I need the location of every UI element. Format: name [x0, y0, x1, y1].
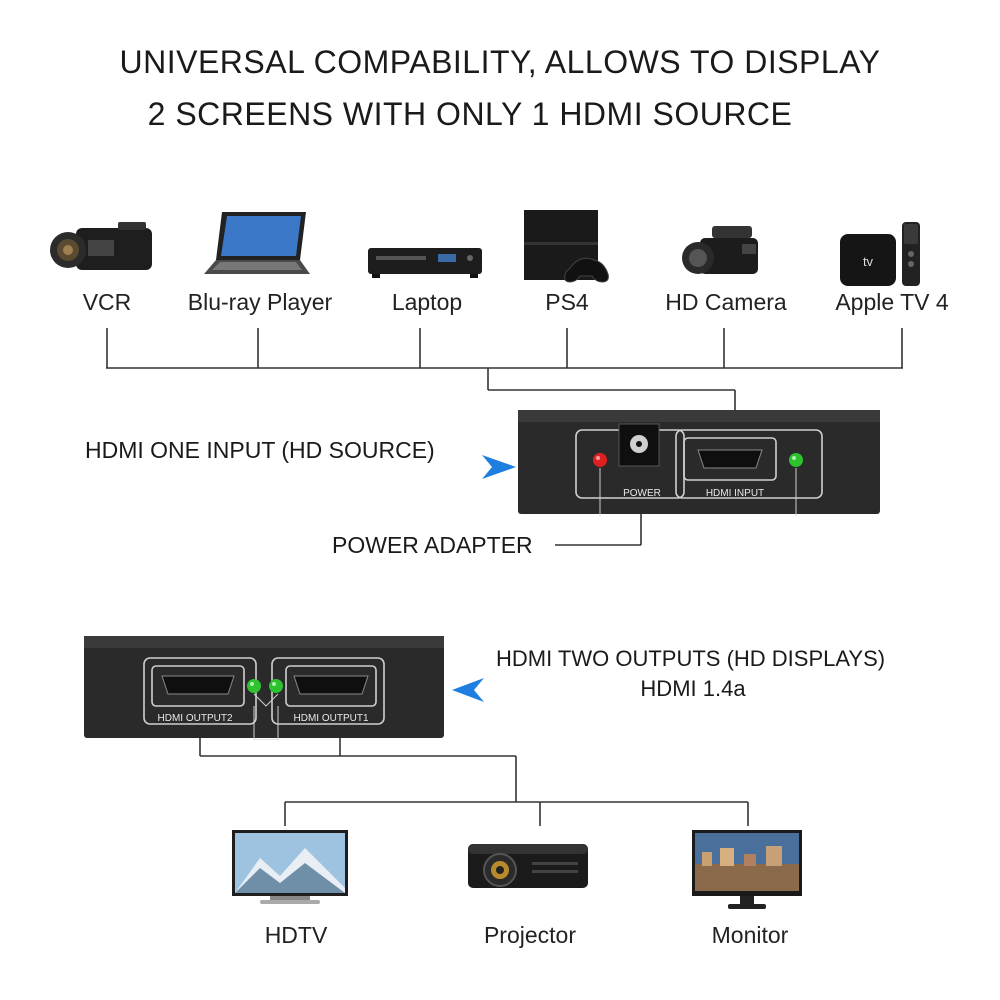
hdmi-output2-port-label: HDMI OUTPUT2: [157, 713, 233, 724]
source-label-ps4: PS4: [545, 289, 589, 315]
output-heading-line-1: HDMI TWO OUTPUTS (HD DISPLAYS): [496, 646, 886, 671]
svg-text:tv: tv: [863, 254, 874, 269]
splitter-output-panel: [84, 636, 444, 740]
source-label-hd-camera: HD Camera: [665, 289, 787, 315]
hdmi-input-port-label: HDMI INPUT: [705, 488, 765, 499]
camcorder-icon: [50, 222, 152, 270]
power-port-label: POWER: [623, 488, 661, 499]
display-label-hdtv: HDTV: [264, 922, 328, 948]
title-line-2: 2 SCREENS WITH ONLY 1 HDMI SOURCE: [147, 96, 793, 132]
pro-camera-icon: [682, 226, 758, 274]
source-label-apple-tv: Apple TV 4: [835, 289, 949, 315]
ps4-console-icon: [524, 210, 609, 283]
output-heading-line-2: HDMI 1.4a: [640, 676, 746, 701]
laptop-icon: [204, 212, 310, 274]
bluray-player-icon: [368, 248, 482, 278]
display-label-monitor: Monitor: [711, 922, 789, 948]
hdtv-icon: [232, 830, 348, 904]
input-heading: HDMI ONE INPUT (HD SOURCE): [85, 437, 435, 463]
apple-tv-icon: tv: [840, 222, 920, 286]
hdmi-output1-port-label: HDMI OUTPUT1: [293, 713, 369, 724]
source-label-bluray: Blu-ray Player: [187, 289, 333, 315]
arrow-right-icon: [482, 455, 516, 479]
splitter-input-panel: [518, 410, 880, 516]
projector-icon: [468, 844, 588, 888]
title-line-1: UNIVERSAL COMPABILITY, ALLOWS TO DISPLAY: [119, 44, 881, 80]
monitor-icon: [692, 830, 802, 909]
display-label-projector: Projector: [483, 922, 577, 948]
arrow-left-icon: [452, 678, 484, 702]
source-label-laptop: Laptop: [391, 289, 463, 315]
power-adapter-label: POWER ADAPTER: [332, 532, 533, 558]
source-label-vcr: VCR: [82, 289, 132, 315]
